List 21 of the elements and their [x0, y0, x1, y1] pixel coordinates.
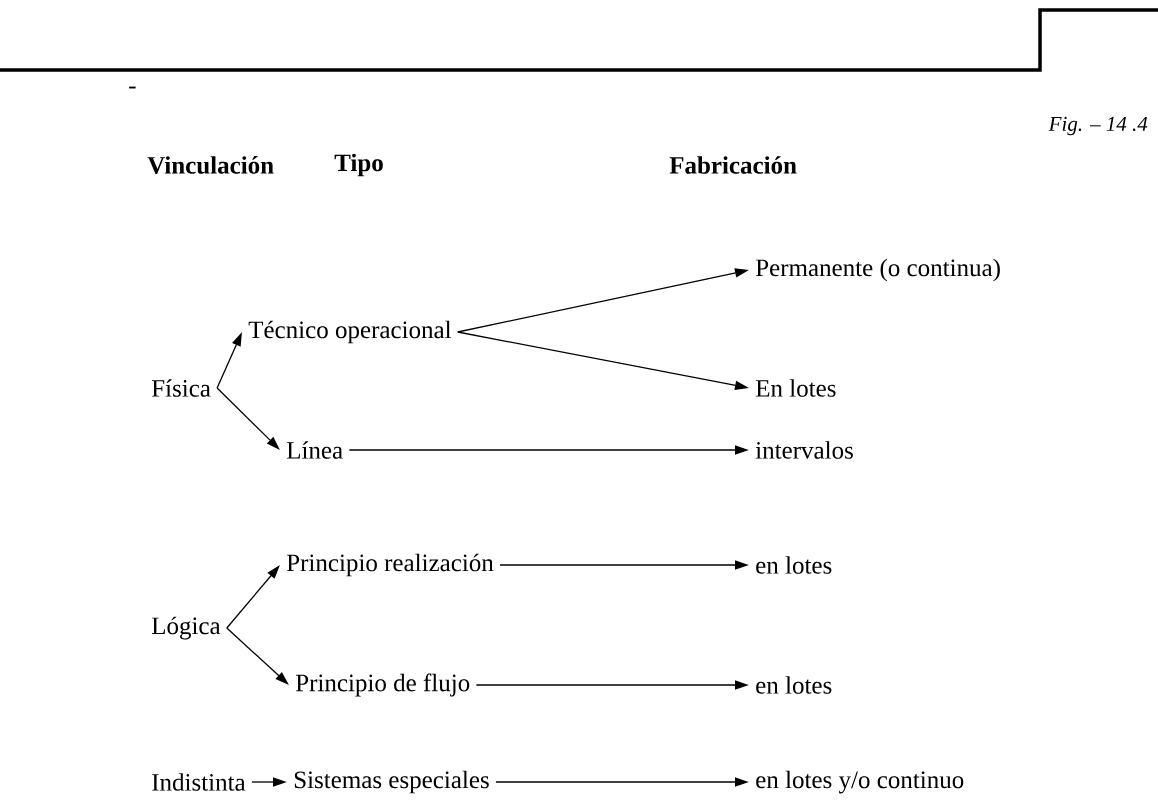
node-text: intervalos — [755, 441, 853, 459]
node-text: En lotes — [755, 379, 836, 397]
node-text: Técnico operacional — [248, 320, 452, 344]
node-text: Permanente (o continua) — [755, 258, 1000, 282]
column-header: Tipo — [334, 153, 383, 177]
column-header: Vinculación — [147, 156, 274, 174]
node-text: Principio de flujo — [295, 673, 470, 697]
dash-mark: - — [129, 86, 136, 89]
node-text: en lotes — [756, 676, 832, 694]
arrow — [216, 387, 280, 450]
column-header: Fabricación — [669, 156, 797, 174]
arrow — [226, 627, 289, 685]
fig-label: Fig. – 14 .4 — [1048, 116, 1148, 136]
node-text: Principio realización — [286, 553, 494, 577]
node-text: Indistinta — [152, 773, 246, 791]
node-text: Línea — [286, 441, 343, 459]
node-text: Sistemas especiales — [294, 770, 489, 794]
node-text: en lotes — [756, 556, 832, 574]
node-text: Física — [151, 379, 211, 397]
node-text: Lógica — [151, 616, 221, 640]
node-text: en lotes y/o continuo — [756, 770, 964, 794]
